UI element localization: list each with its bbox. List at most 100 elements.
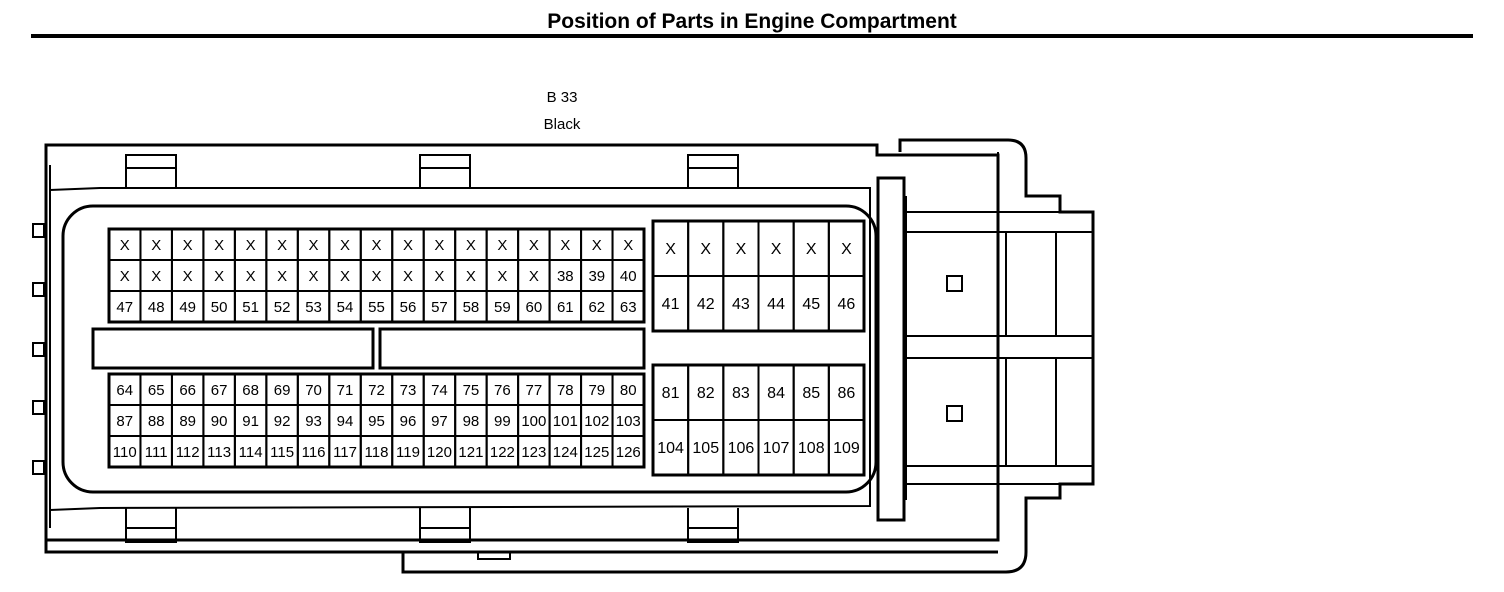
pin-label: 55	[368, 299, 385, 316]
pin-label: X	[700, 241, 711, 258]
pin-label: 88	[148, 413, 165, 430]
pin-label: 68	[242, 382, 259, 399]
pin-label: 99	[494, 413, 511, 430]
pin-label: X	[623, 237, 633, 254]
pin-label: X	[277, 237, 287, 254]
pin-label: 110	[113, 444, 137, 461]
pin-label: 57	[431, 299, 448, 316]
pin-label: 113	[207, 444, 231, 461]
pin-label: 111	[145, 444, 168, 461]
pin-label: X	[806, 241, 817, 258]
pin-label: 49	[179, 299, 196, 316]
pin-label: X	[466, 237, 476, 254]
pin-label: 64	[116, 382, 133, 399]
pin-label: 116	[302, 444, 326, 461]
pin-label: 59	[494, 299, 511, 316]
pin-label: 126	[616, 444, 641, 461]
pin-label: X	[466, 268, 476, 285]
latch-square-bottom	[946, 405, 963, 422]
pin-label: 87	[116, 413, 133, 430]
pin-label: 100	[521, 413, 546, 430]
pin-label: X	[434, 268, 444, 285]
pin-label: X	[214, 237, 224, 254]
pin-label: 122	[490, 444, 515, 461]
pin-label: 120	[427, 444, 452, 461]
pin-label: 101	[553, 413, 578, 430]
pin-cell	[611, 290, 646, 323]
pin-label: 112	[176, 444, 200, 461]
pin-cell	[611, 435, 646, 468]
pin-label: 52	[274, 299, 291, 316]
pin-label: 96	[400, 413, 417, 430]
pin-label: 70	[305, 382, 322, 399]
pin-label: 60	[526, 299, 543, 316]
pin-label: 86	[838, 385, 856, 402]
pin-label: 82	[697, 385, 715, 402]
pin-label: 50	[211, 299, 228, 316]
pin-label: 78	[557, 382, 574, 399]
pin-label: 54	[337, 299, 354, 316]
pin-label: 121	[458, 444, 483, 461]
pin-label: 106	[728, 440, 755, 457]
pin-label: X	[183, 237, 193, 254]
pin-label: 73	[400, 382, 417, 399]
pin-label: X	[371, 237, 381, 254]
pin-label: X	[529, 237, 539, 254]
pin-label: 72	[368, 382, 385, 399]
pin-label: X	[592, 237, 602, 254]
pin-label: 125	[584, 444, 609, 461]
pin-label: X	[151, 237, 161, 254]
latch-square-top	[946, 275, 963, 292]
pin-label: 124	[553, 444, 578, 461]
pin-label: 107	[763, 440, 790, 457]
pin-label: X	[771, 241, 782, 258]
pin-label: 51	[242, 299, 259, 316]
connector-id: B 33	[547, 89, 578, 106]
pin-label: X	[371, 268, 381, 285]
pin-label: 102	[584, 413, 609, 430]
pin-label: 75	[463, 382, 480, 399]
pin-label: 48	[148, 299, 165, 316]
pin-label: 81	[662, 385, 680, 402]
pin-label: 44	[767, 296, 785, 313]
coding-bar-right	[378, 327, 646, 370]
pin-label: 79	[588, 382, 605, 399]
pin-label: 94	[337, 413, 354, 430]
pin-label: 89	[179, 413, 196, 430]
pin-label: 76	[494, 382, 511, 399]
pin-label: 103	[616, 413, 641, 430]
pin-label: X	[246, 268, 256, 285]
pin-cell	[827, 275, 865, 332]
pin-label: 47	[116, 299, 133, 316]
pin-label: X	[309, 237, 319, 254]
pin-label: 80	[620, 382, 637, 399]
pin-label: 53	[305, 299, 322, 316]
pin-label: X	[736, 241, 747, 258]
pin-label: X	[120, 268, 130, 285]
pin-label: 41	[662, 296, 680, 313]
pin-label: 58	[463, 299, 480, 316]
pin-label: X	[403, 237, 413, 254]
pin-label: 108	[798, 440, 825, 457]
pin-label: 119	[396, 444, 420, 461]
pin-label: 39	[588, 268, 605, 285]
pin-label: 114	[239, 444, 263, 461]
pin-label: X	[841, 241, 852, 258]
pin-field-frame	[61, 204, 878, 494]
pin-label: 98	[463, 413, 480, 430]
connector-housing	[32, 138, 1095, 574]
pin-label: 85	[802, 385, 820, 402]
pin-label: 62	[588, 299, 605, 316]
pin-label: 105	[692, 440, 719, 457]
pin-label: X	[434, 237, 444, 254]
pin-label: 74	[431, 382, 448, 399]
pin-label: X	[246, 237, 256, 254]
pin-label: 38	[557, 268, 574, 285]
pin-label: X	[309, 268, 319, 285]
pin-label: X	[214, 268, 224, 285]
pin-label: 92	[274, 413, 291, 430]
pin-label: 43	[732, 296, 750, 313]
pin-label: 83	[732, 385, 750, 402]
